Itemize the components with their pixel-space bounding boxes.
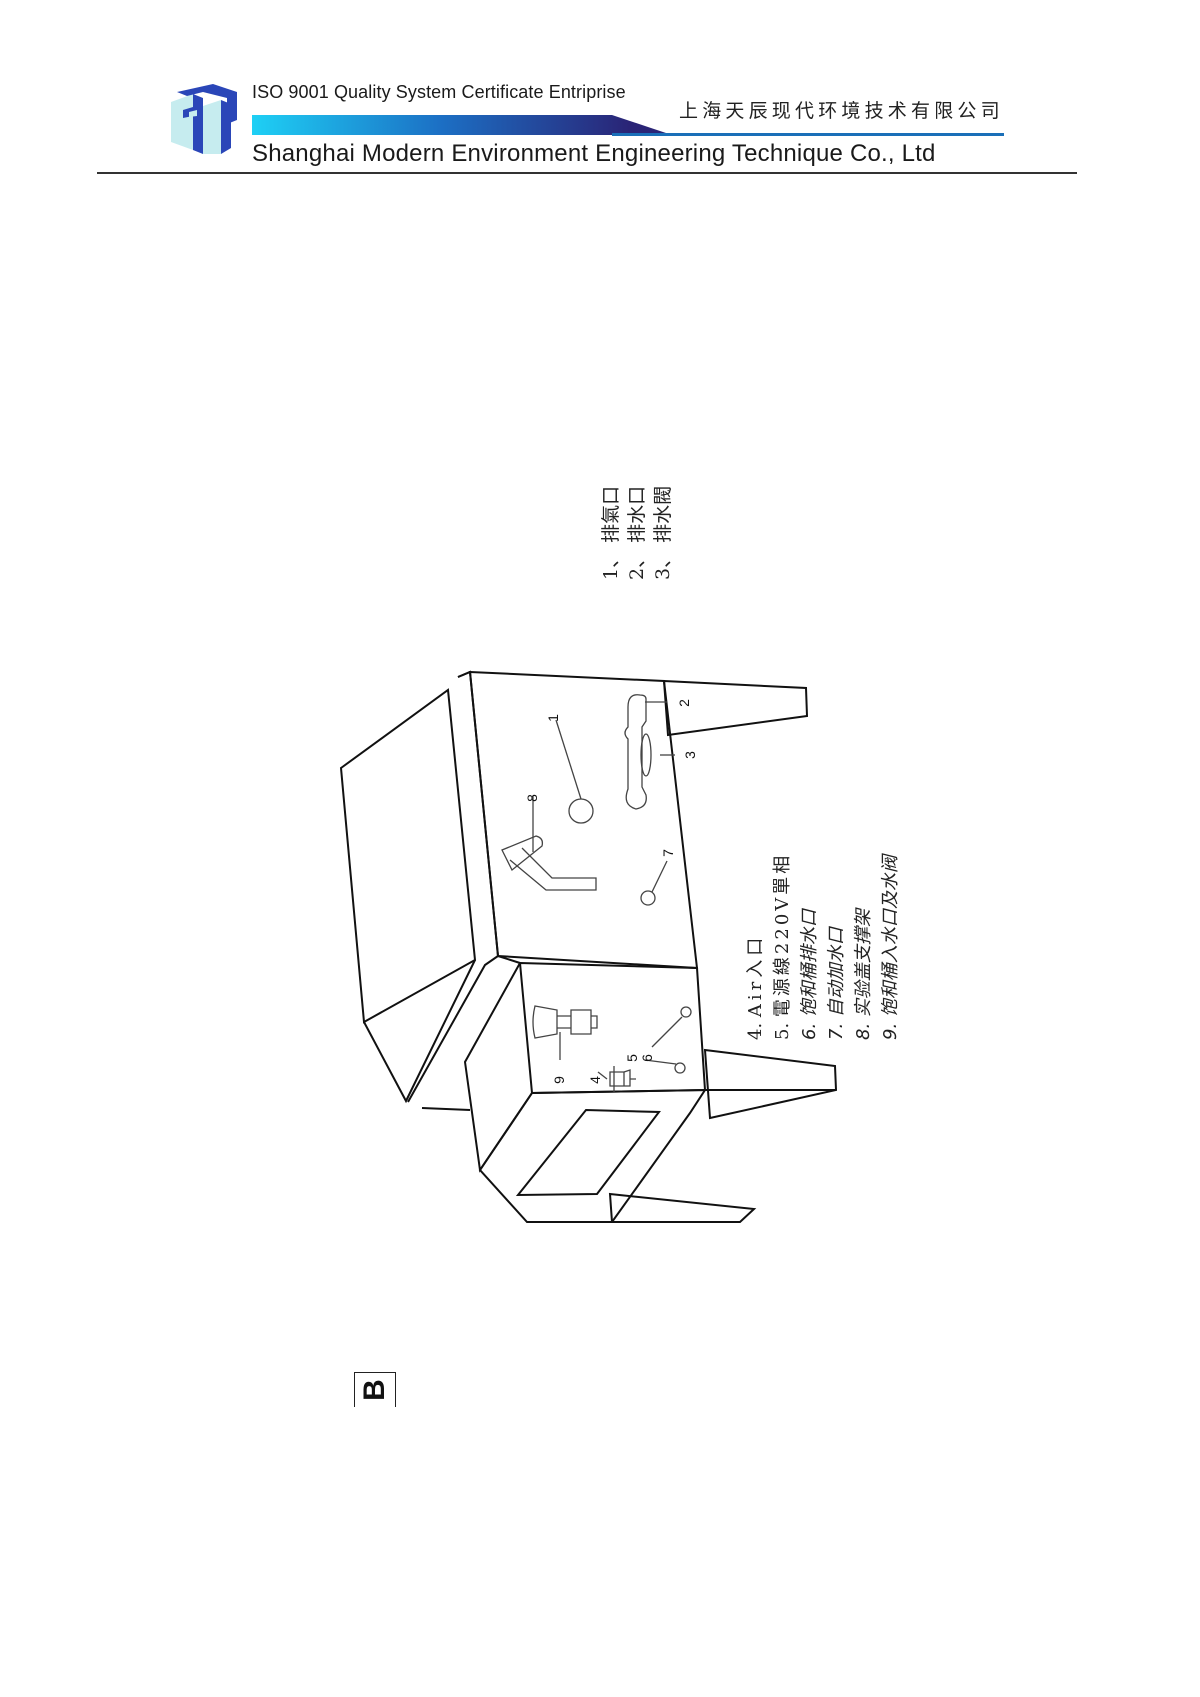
legend-item: 3、 排水閥 bbox=[652, 485, 674, 580]
figure-label: B bbox=[354, 1372, 396, 1407]
header-divider bbox=[97, 172, 1077, 174]
iso-certificate-text: ISO 9001 Quality System Certificate Entr… bbox=[252, 82, 626, 102]
exhaust-port-icon bbox=[568, 798, 594, 824]
legend-item: 7. 自动加水口 bbox=[826, 927, 847, 1040]
leg-right-top bbox=[662, 679, 809, 737]
legend-item: 6. 饱和桶排水口 bbox=[799, 909, 820, 1040]
power-cable-port-icon bbox=[674, 1062, 686, 1074]
callout-1: 1 bbox=[544, 714, 561, 722]
drain-pipe-icon bbox=[624, 694, 647, 810]
legend-item: 2、 排水口 bbox=[626, 485, 648, 580]
callout-5: 5 bbox=[623, 1054, 640, 1062]
legend-item: 1、 排氣口 bbox=[600, 485, 622, 580]
leg-left-bottom bbox=[608, 1192, 757, 1223]
auto-water-inlet-icon bbox=[640, 890, 656, 906]
base-frame bbox=[478, 1088, 707, 1223]
legend-item: 9. 饱和桶入水口及水阀 bbox=[880, 855, 901, 1040]
callout-6: 6 bbox=[638, 1054, 655, 1062]
company-name-english: Shanghai Modern Environment Engineering … bbox=[252, 140, 936, 167]
callout-8: 8 bbox=[523, 794, 540, 802]
legend-item: 5. 電源線220V單相 bbox=[772, 852, 793, 1040]
callout-7: 7 bbox=[659, 849, 676, 857]
callout-3: 3 bbox=[681, 751, 698, 759]
legend-bottom: 4. Air入口 5. 電源線220V單相 6. 饱和桶排水口 7. 自动加水口… bbox=[742, 853, 904, 1040]
company-name-chinese: 上海天辰现代环境技术有限公司 bbox=[679, 100, 1004, 122]
callout-2: 2 bbox=[675, 699, 692, 707]
lid-panel bbox=[339, 688, 477, 1024]
air-inlet-icon bbox=[609, 1069, 636, 1087]
lid-support-bracket-icon bbox=[501, 835, 597, 891]
base-window bbox=[515, 1108, 661, 1197]
company-logo-icon bbox=[171, 84, 237, 154]
cabinet-side-face bbox=[518, 961, 707, 1095]
legend-item: 8. 实验盖支撑架 bbox=[853, 909, 874, 1040]
header-gradient-bar bbox=[252, 115, 1004, 136]
drain-valve-icon bbox=[640, 733, 652, 777]
legend-top: 1、 排氣口 2、 排水口 3、 排水閥 bbox=[598, 486, 676, 580]
leg-right-bottom bbox=[703, 1048, 838, 1120]
callout-9: 9 bbox=[550, 1076, 567, 1084]
callout-4: 4 bbox=[586, 1076, 603, 1084]
lid-lower-edge bbox=[363, 959, 476, 1104]
saturator-drain-icon bbox=[680, 1006, 692, 1018]
legend-item: 4. Air入口 bbox=[745, 933, 766, 1040]
cabinet-front-face bbox=[468, 670, 699, 970]
saturator-inlet-valve-icon bbox=[532, 1005, 598, 1039]
letterhead: ISO 9001 Quality System Certificate Entr… bbox=[0, 0, 1200, 180]
